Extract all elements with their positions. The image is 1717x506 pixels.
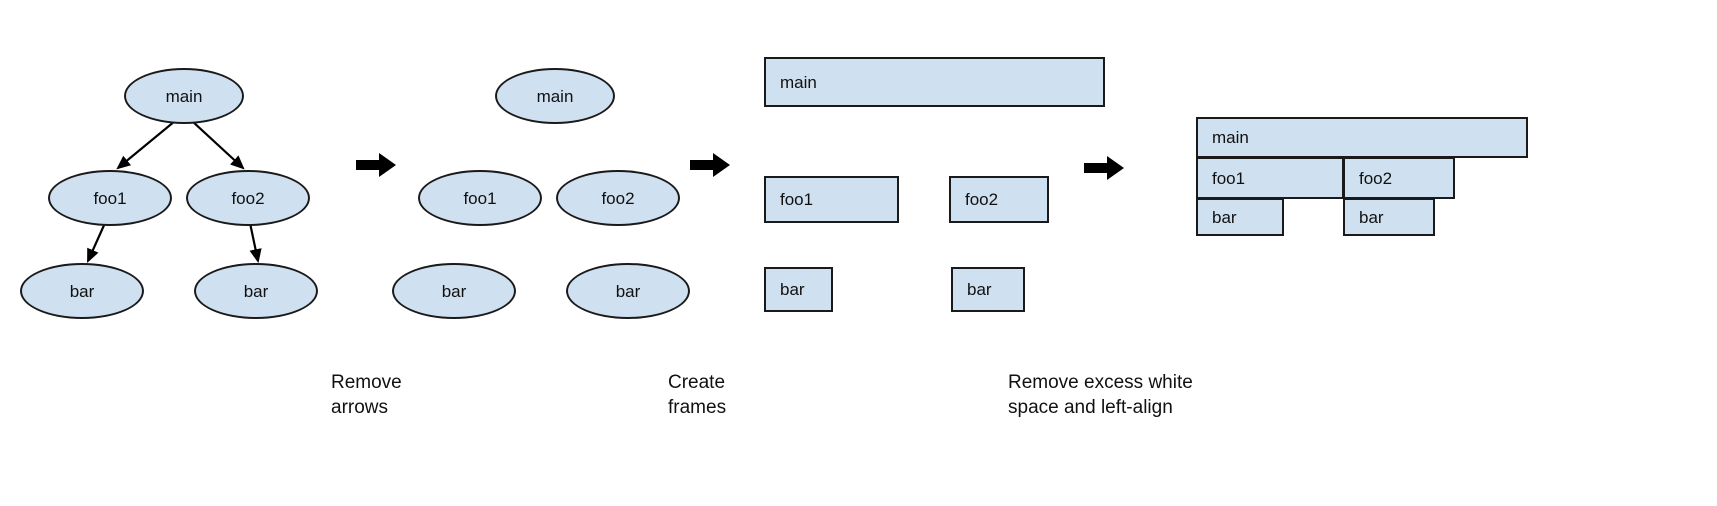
node-p3-foo2[interactable]: foo2: [949, 176, 1049, 223]
node-p4-bar1[interactable]: bar: [1196, 198, 1284, 236]
node-p3-bar1[interactable]: bar: [764, 267, 833, 312]
node-p2-foo2[interactable]: foo2: [556, 170, 680, 226]
node-p1-foo2[interactable]: foo2: [186, 170, 310, 226]
step-arrow-remove-arrows: [356, 152, 396, 178]
node-p3-foo1[interactable]: foo1: [764, 176, 899, 223]
step-arrow-create-frames: [690, 152, 730, 178]
node-p3-main[interactable]: main: [764, 57, 1105, 107]
caption-2: Create frames: [668, 372, 727, 419]
node-p3-bar2[interactable]: bar: [951, 267, 1025, 312]
node-p4-foo2[interactable]: foo2: [1343, 157, 1455, 199]
node-p1-main[interactable]: main: [124, 68, 244, 124]
node-p2-bar1[interactable]: bar: [392, 263, 516, 319]
node-p1-bar2[interactable]: bar: [194, 263, 318, 319]
node-p1-bar1[interactable]: bar: [20, 263, 144, 319]
tree-edge-foo1-to-bar: [86, 222, 107, 264]
tree-edge-main-to-foo2: [191, 120, 245, 170]
node-p4-main[interactable]: main: [1196, 117, 1528, 158]
tree-edge-foo2-to-bar: [248, 222, 262, 264]
caption-1: Remove arrows: [331, 372, 402, 419]
node-p1-foo1[interactable]: foo1: [48, 170, 172, 226]
tree-edge-main-to-foo1: [116, 120, 176, 170]
node-p2-foo1[interactable]: foo1: [418, 170, 542, 226]
caption-3: Remove excess white space and left-align: [1008, 372, 1193, 419]
step-arrow-remove-white-space: [1084, 155, 1124, 181]
node-p2-main[interactable]: main: [495, 68, 615, 124]
node-p4-bar2[interactable]: bar: [1343, 198, 1435, 236]
node-p4-foo1[interactable]: foo1: [1196, 157, 1344, 199]
node-p2-bar2[interactable]: bar: [566, 263, 690, 319]
